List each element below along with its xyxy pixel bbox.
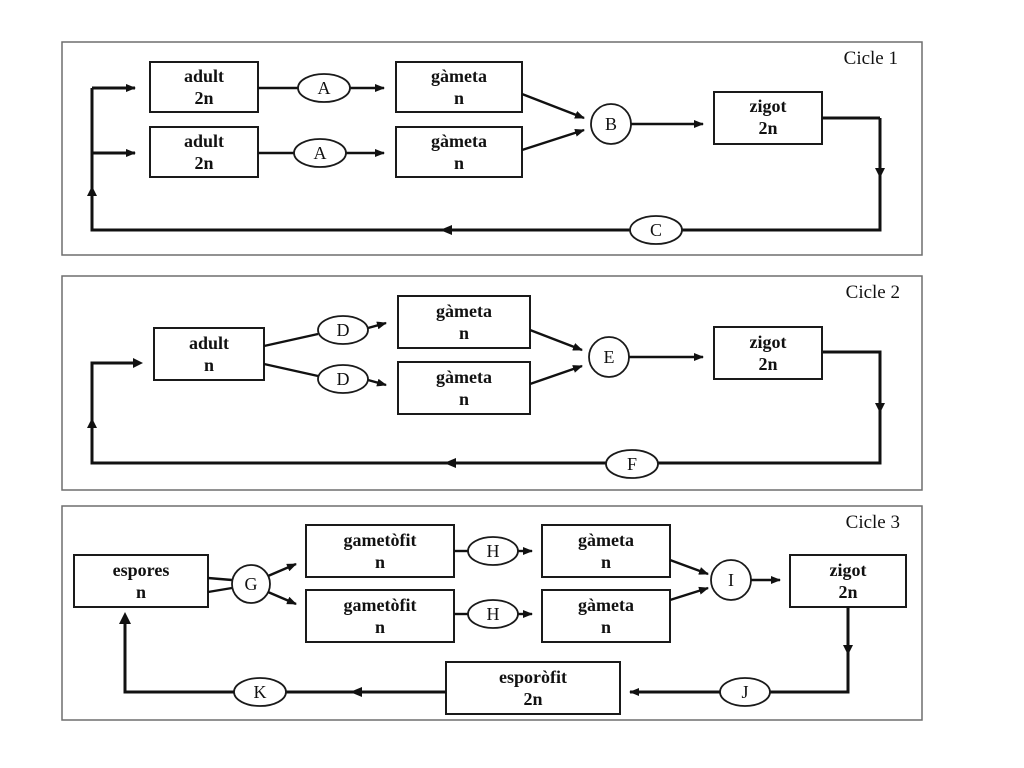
zygote-label: zigot xyxy=(750,96,787,116)
step-label: I xyxy=(728,570,734,590)
adult-label: adult xyxy=(184,131,224,151)
ploidy-label: n xyxy=(459,389,469,409)
cycle-1-zygote: zigot 2n xyxy=(713,91,823,145)
cycle-3-node-h-top: H xyxy=(467,536,519,566)
cycle-1-node-c: C xyxy=(629,215,683,245)
gamete-label: gàmeta xyxy=(578,530,634,550)
ploidy-label: n xyxy=(375,552,385,572)
zygote-label: zigot xyxy=(750,332,787,352)
step-label: C xyxy=(650,220,662,240)
ploidy-label: n xyxy=(204,355,214,375)
cycle-2-node-d-bottom: D xyxy=(317,364,369,394)
gametophyte-label: gametòfit xyxy=(344,530,417,550)
ploidy-label: n xyxy=(375,617,385,637)
ploidy-label: n xyxy=(136,582,146,602)
ploidy-label: 2n xyxy=(838,582,857,602)
cycle-3-gametophyte-top: gametòfit n xyxy=(305,524,455,578)
cycle-2-node-f: F xyxy=(605,449,659,479)
gamete-label: gàmeta xyxy=(431,131,487,151)
zygote-label: zigot xyxy=(830,560,867,580)
cycle-3-node-i: I xyxy=(710,559,752,601)
cycle-3-zygote-to-sporophyte-path xyxy=(770,607,850,694)
cycle-3-return-path xyxy=(123,618,234,694)
cycle-2-zygote: zigot 2n xyxy=(713,326,823,380)
cycle-2-node-d-top: D xyxy=(317,315,369,345)
cycle-3-node-k: K xyxy=(233,677,287,707)
ploidy-label: 2n xyxy=(194,153,213,173)
step-label: K xyxy=(254,682,267,702)
cycle-2-gamete-top: gàmeta n xyxy=(397,295,531,349)
gamete-label: gàmeta xyxy=(431,66,487,86)
cycle-3-gametophyte-bottom: gametòfit n xyxy=(305,589,455,643)
adult-label: adult xyxy=(189,333,229,353)
spores-label: espores xyxy=(113,560,170,580)
cycle-3-zygote: zigot 2n xyxy=(789,554,907,608)
cycle-1-node-a-bottom: A xyxy=(293,138,347,168)
cycle-3-panel: Cicle 3 espores n G gametòfit n gametòfi… xyxy=(61,505,923,721)
ploidy-label: 2n xyxy=(194,88,213,108)
cycle-3-gamete-top: gàmeta n xyxy=(541,524,671,578)
cycle-3-node-h-bottom: H xyxy=(467,599,519,629)
cycle-2-adult: adult n xyxy=(153,327,265,381)
step-label: H xyxy=(487,541,500,561)
ploidy-label: 2n xyxy=(523,689,542,709)
cycle-3-spores: espores n xyxy=(73,554,209,608)
cycle-3-node-g: G xyxy=(231,564,271,604)
step-label: H xyxy=(487,604,500,624)
cycle-3-node-j: J xyxy=(719,677,771,707)
adult-label: adult xyxy=(184,66,224,86)
cycle-1-node-b: B xyxy=(590,103,632,145)
cycle-3-sporophyte: esporòfit 2n xyxy=(445,661,621,715)
sporophyte-label: esporòfit xyxy=(499,667,567,687)
cycle-1-node-a-top: A xyxy=(297,73,351,103)
step-label: J xyxy=(741,682,748,702)
step-label: B xyxy=(605,114,617,134)
step-label: A xyxy=(318,78,331,98)
cycle-2-gamete-bottom: gàmeta n xyxy=(397,361,531,415)
gamete-label: gàmeta xyxy=(436,367,492,387)
ploidy-label: n xyxy=(459,323,469,343)
ploidy-label: 2n xyxy=(758,118,777,138)
cycle-2-return-path xyxy=(90,350,882,465)
gamete-label: gàmeta xyxy=(436,301,492,321)
cycle-1-panel: Cicle 1 adult 2n adult 2n A A xyxy=(61,41,923,256)
step-label: D xyxy=(337,369,350,389)
step-label: E xyxy=(604,347,615,367)
ploidy-label: n xyxy=(454,88,464,108)
ploidy-label: 2n xyxy=(758,354,777,374)
cycle-2-title: Cicle 2 xyxy=(846,282,900,303)
step-label: D xyxy=(337,320,350,340)
step-label: G xyxy=(245,574,258,594)
step-label: F xyxy=(627,454,637,474)
cycle-1-title: Cicle 1 xyxy=(844,48,898,69)
gametophyte-label: gametòfit xyxy=(344,595,417,615)
cycle-2-panel: Cicle 2 adult n D D gàmeta n xyxy=(61,275,923,491)
ploidy-label: n xyxy=(454,153,464,173)
step-label: A xyxy=(314,143,327,163)
cycle-2-node-e: E xyxy=(588,336,630,378)
ploidy-label: n xyxy=(601,617,611,637)
cycle-1-adult-bottom: adult 2n xyxy=(149,126,259,178)
gamete-label: gàmeta xyxy=(578,595,634,615)
cycle-1-gamete-bottom: gàmeta n xyxy=(395,126,523,178)
cycle-3-title: Cicle 3 xyxy=(846,512,900,533)
cycle-1-adult-top: adult 2n xyxy=(149,61,259,113)
cycle-3-gamete-bottom: gàmeta n xyxy=(541,589,671,643)
cycle-1-gamete-top: gàmeta n xyxy=(395,61,523,113)
ploidy-label: n xyxy=(601,552,611,572)
